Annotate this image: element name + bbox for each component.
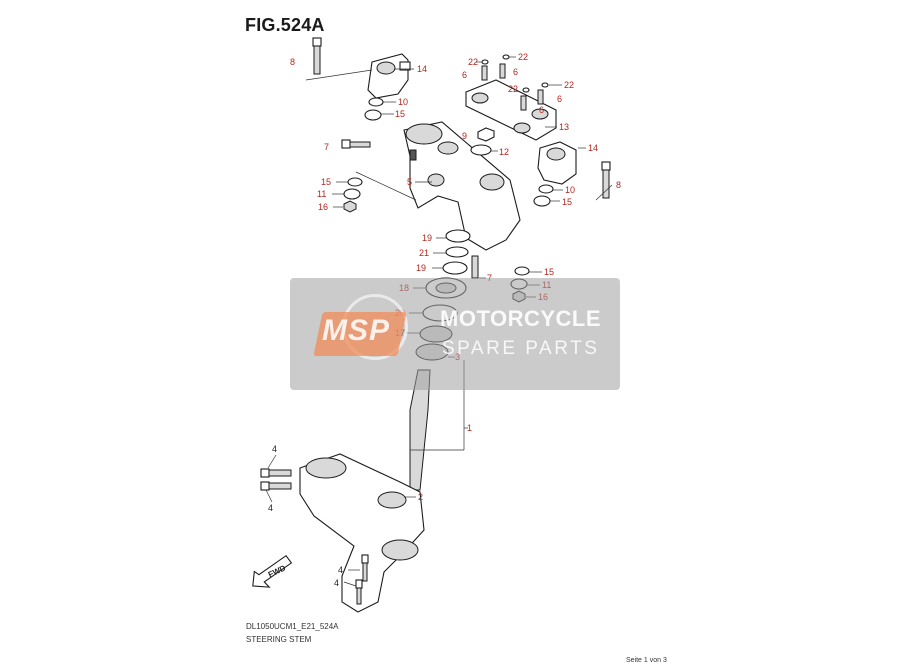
- callout-4: 4: [334, 578, 339, 588]
- callout-15: 15: [544, 267, 554, 277]
- callout-10: 10: [398, 97, 408, 107]
- callout-6: 6: [513, 67, 518, 77]
- steering-stem-1: [299, 369, 431, 613]
- lock-nut-19-upper: [445, 229, 471, 243]
- callout-22: 22: [468, 57, 478, 67]
- callout-12: 12: [499, 147, 509, 157]
- figure-title: FIG.524A: [245, 15, 325, 35]
- model-code: DL1050UCM1_E21_524A: [246, 622, 339, 631]
- callout-11: 11: [317, 189, 326, 199]
- callout-15: 15: [562, 197, 572, 207]
- callout-1: 1: [467, 423, 472, 433]
- bolt-8-left: [312, 37, 322, 75]
- watermark-line-1: MOTORCYCLE: [440, 306, 602, 331]
- callout-19: 19: [422, 233, 432, 243]
- callout-2: 2: [418, 492, 423, 502]
- callout-16: 16: [318, 202, 328, 212]
- cushion-15-right: [533, 195, 551, 207]
- callout-9: 9: [462, 131, 467, 141]
- callout-13: 13: [559, 122, 569, 132]
- washer-11-left: [343, 188, 361, 200]
- washer-21: [445, 246, 469, 258]
- callout-15: 15: [395, 109, 405, 119]
- callout-7: 7: [324, 142, 329, 152]
- callout-10: 10: [565, 185, 575, 195]
- callout-8: 8: [290, 57, 295, 67]
- cushion-15-lower-right: [514, 266, 530, 276]
- callout-6: 6: [539, 105, 544, 115]
- callout-14: 14: [417, 64, 427, 74]
- bolt-7-center: [471, 255, 479, 279]
- callout-22: 22: [508, 84, 518, 94]
- callout-8: 8: [616, 180, 621, 190]
- nut-9: [477, 127, 495, 142]
- handlebar-holder-upper-left: [367, 53, 411, 99]
- callout-6: 6: [462, 70, 467, 80]
- callout-22: 22: [564, 80, 574, 90]
- washer-10-left: [368, 97, 384, 107]
- callout-6: 6: [557, 94, 562, 104]
- figure-description: STEERING STEM: [246, 635, 312, 644]
- watermark-line-2: SPARE PARTS: [442, 338, 600, 359]
- cushion-15-left-lower: [347, 177, 363, 187]
- watermark-logo: MSP: [322, 314, 391, 347]
- callout-5: 5: [407, 177, 412, 187]
- lock-nut-19-lower: [442, 261, 468, 275]
- upper-bracket-5: [403, 121, 521, 251]
- clamp-bolts-4: [260, 468, 369, 605]
- cushion-15-left: [364, 109, 382, 121]
- callout-4: 4: [272, 444, 277, 454]
- bolt-8-right: [601, 161, 611, 199]
- callout-4: 4: [338, 565, 343, 575]
- callout-15: 15: [321, 177, 331, 187]
- fwd-arrow-icon: FWD: [252, 554, 293, 588]
- nut-16-left: [343, 200, 357, 213]
- washer-12: [470, 144, 492, 156]
- callout-21: 21: [419, 248, 429, 258]
- washer-10-right: [538, 184, 554, 194]
- callout-19: 19: [416, 263, 426, 273]
- fwd-label: FWD: [267, 563, 288, 579]
- handlebar-holder-upper-right: [537, 141, 577, 185]
- page-indicator: Seite 1 von 3: [626, 657, 667, 664]
- callout-14: 14: [588, 143, 598, 153]
- callout-22: 22: [518, 52, 528, 62]
- handlebar-clamp-13: [465, 79, 557, 141]
- callout-4: 4: [268, 503, 273, 513]
- bolt-7-left: [341, 139, 371, 149]
